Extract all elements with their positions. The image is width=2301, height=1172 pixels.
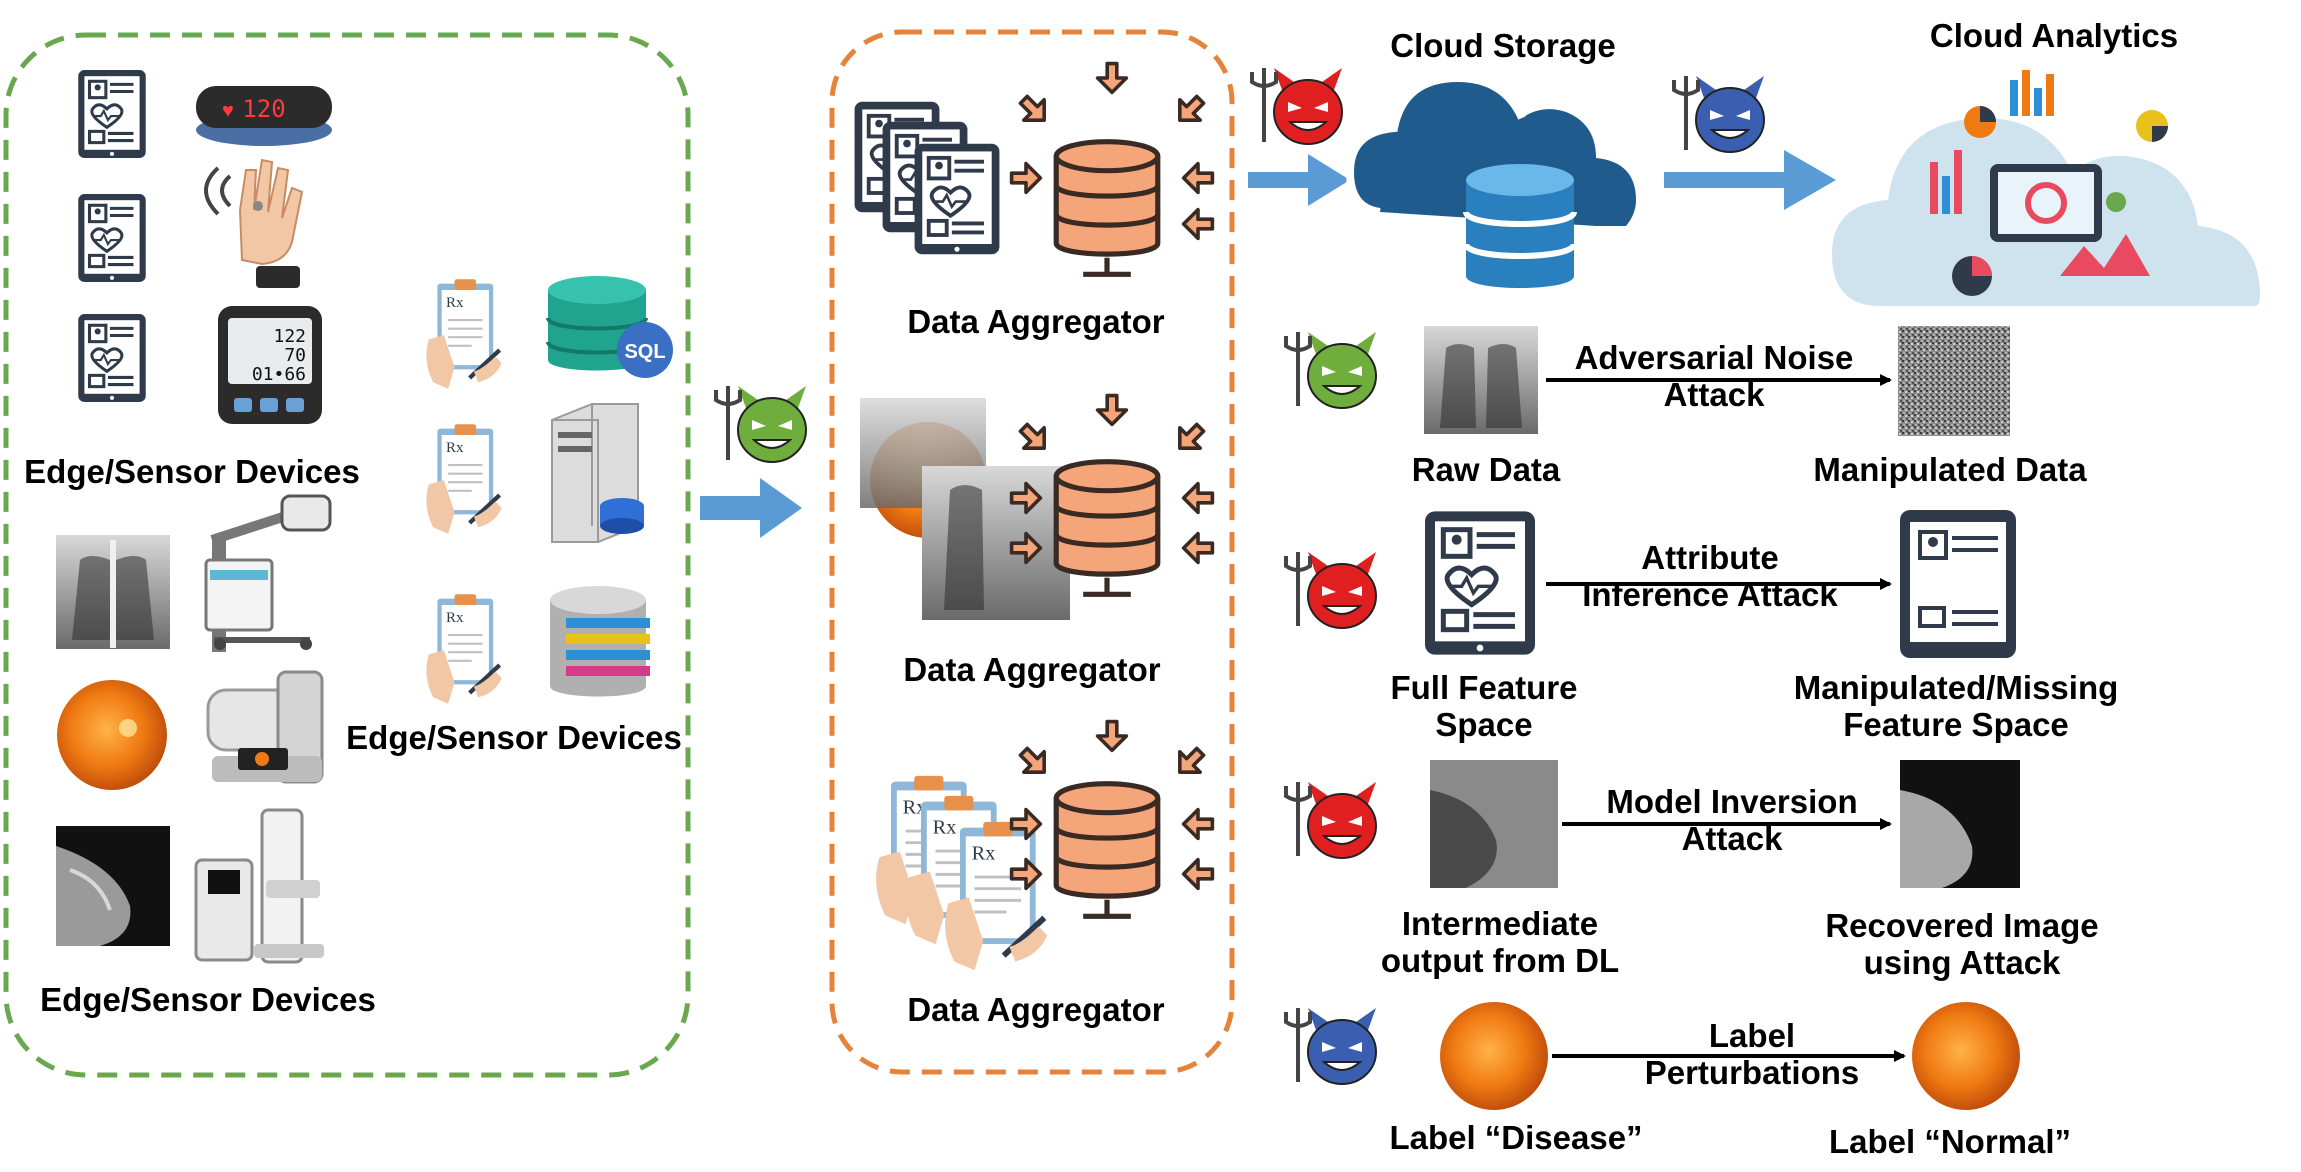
recovered-image-label: Recovered Image using Attack bbox=[1825, 907, 2099, 981]
svg-text:01•66: 01•66 bbox=[252, 364, 306, 385]
devil-attacker-icon bbox=[1284, 782, 1377, 859]
fundus-camera-icon bbox=[206, 670, 324, 784]
prescription-clipboard-icon bbox=[426, 594, 501, 703]
devil-attacker-storage-icon bbox=[1250, 68, 1343, 145]
attack-label-model-inversion: Model Inversion Attack bbox=[1606, 783, 1858, 857]
tablet-icon bbox=[76, 68, 148, 160]
edge-devices-label-bottom: Edge/Sensor Devices bbox=[40, 981, 376, 1018]
aggregator-1-records bbox=[852, 99, 1002, 257]
flow-arrow-to-storage bbox=[1248, 154, 1350, 206]
partial-feature-tablet-icon bbox=[1900, 510, 2016, 658]
label-disease: Label “Disease” bbox=[1389, 1119, 1643, 1156]
svg-text:♥: ♥ bbox=[222, 100, 234, 122]
mammography-machine-icon bbox=[194, 808, 324, 964]
wristband-icon: 120 ♥ bbox=[196, 86, 332, 146]
attack-label-label-perturbation: Label Perturbations bbox=[1644, 1017, 1860, 1091]
prescription-clipboard-icon bbox=[426, 279, 501, 388]
data-stack-icon bbox=[550, 586, 650, 697]
devil-attacker-analytics-icon bbox=[1672, 76, 1765, 153]
raw-data-label: Raw Data bbox=[1411, 451, 1561, 488]
cloud-analytics-title: Cloud Analytics bbox=[1929, 17, 2179, 54]
edge-devices-group bbox=[3, 32, 691, 1078]
xray-machine-icon bbox=[204, 494, 332, 652]
cloud-storage-icon bbox=[1345, 73, 1636, 288]
attack-label-adversarial-noise: Adversarial Noise Attack bbox=[1574, 339, 1854, 413]
svg-text:122: 122 bbox=[273, 326, 306, 347]
intermediate-output-label: Intermediate output from DL bbox=[1380, 905, 1620, 979]
svg-text:SQL: SQL bbox=[624, 341, 665, 363]
label-normal-fundus bbox=[1912, 1002, 2020, 1110]
devil-attacker-icon bbox=[1284, 552, 1377, 629]
svg-text:70: 70 bbox=[284, 345, 306, 366]
devil-attacker-aggregator-icon bbox=[714, 386, 807, 463]
edge-devices-label-top: Edge/Sensor Devices bbox=[24, 453, 360, 490]
aggregator-label-3: Data Aggregator bbox=[907, 991, 1165, 1028]
attack-label-attribute-inference: Attribute Inference Attack bbox=[1582, 539, 1838, 613]
tablet-icon bbox=[76, 312, 148, 404]
devil-attacker-icon bbox=[1284, 1008, 1377, 1085]
cloud-storage-title: Cloud Storage bbox=[1390, 27, 1616, 64]
aggregator-2-xray-front bbox=[922, 466, 1070, 620]
edge-devices-label-middle: Edge/Sensor Devices bbox=[346, 719, 682, 756]
label-normal: Label “Normal” bbox=[1828, 1123, 2072, 1160]
server-icon bbox=[551, 403, 644, 543]
database-icon bbox=[1056, 142, 1158, 275]
aggregator-label-1: Data Aggregator bbox=[907, 303, 1165, 340]
manipulated-data-label: Manipulated Data bbox=[1813, 451, 2087, 488]
prescription-clipboard-icon bbox=[426, 424, 501, 533]
medical-meter-icon: 122 70 01•66 bbox=[218, 306, 322, 424]
devil-attacker-icon bbox=[1284, 332, 1377, 409]
noise-image bbox=[1898, 326, 2010, 436]
manipulated-feature-space-label: Manipulated/Missing Feature Space bbox=[1793, 669, 2119, 743]
hand-sensor-icon bbox=[204, 158, 304, 288]
full-feature-tablet-icon bbox=[1425, 511, 1535, 654]
aggregator-label-2: Data Aggregator bbox=[903, 651, 1161, 688]
label-disease-fundus bbox=[1440, 1002, 1548, 1110]
full-feature-space-label: Full Feature Space bbox=[1390, 669, 1578, 743]
flow-arrow-to-analytics bbox=[1664, 150, 1836, 210]
database-icon bbox=[1056, 784, 1158, 917]
database-icon bbox=[1056, 462, 1158, 595]
retina-fundus-image bbox=[57, 680, 167, 790]
prescription-clipboard-icon bbox=[945, 822, 1047, 970]
cloud-analytics-icon bbox=[1832, 70, 2260, 306]
flow-arrow-to-aggregator bbox=[700, 478, 802, 538]
sql-database-icon: SQL bbox=[546, 276, 673, 378]
tablet-icon bbox=[76, 192, 148, 284]
svg-text:120: 120 bbox=[242, 95, 285, 123]
aggregator-group bbox=[829, 29, 1235, 1075]
